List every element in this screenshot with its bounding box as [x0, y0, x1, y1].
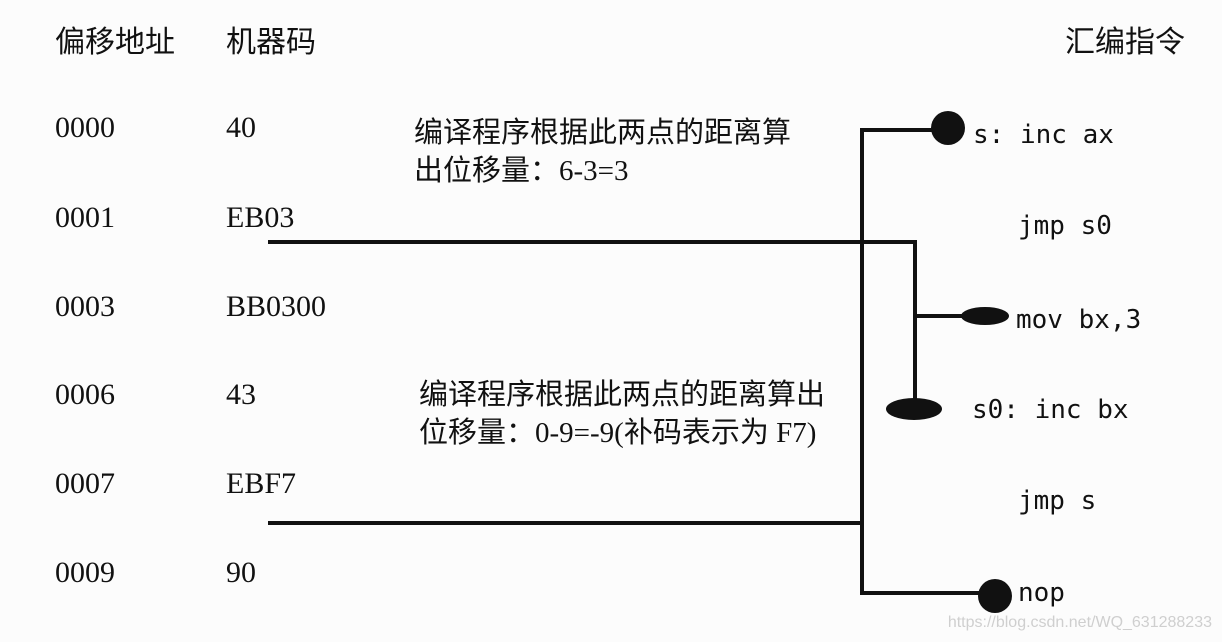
forward-offset-note: 编译程序根据此两点的距离算出位移量：6-3=3 [414, 117, 792, 187]
machine-code-90: 90 [226, 556, 256, 589]
machine-code-40: 40 [226, 111, 256, 144]
asm-mov-bx-3: mov bx,3 [1016, 305, 1142, 335]
csdn-watermark: https://blog.csdn.net/WQ_631288233 [947, 614, 1212, 631]
offset-header: 偏移地址 [55, 26, 175, 59]
machine-code-43: 43 [226, 378, 256, 411]
assembly-header: 汇编指令 [1065, 26, 1185, 59]
offset-0007: 0007 [55, 467, 115, 500]
offset-0006: 0006 [55, 378, 115, 411]
machine-code-eb03: EB03 [226, 201, 295, 234]
backward-offset-note: 编译程序根据此两点的距离算出位移量：0-9=-9(补码表示为 F7) [419, 379, 826, 449]
asm-s0-inc-bx: s0: inc bx [972, 395, 1129, 425]
offset-0009: 0009 [55, 556, 115, 589]
forward-jump-line [268, 240, 917, 411]
offset-0003: 0003 [55, 290, 115, 323]
asm-jmp-s: jmp s [1018, 486, 1097, 516]
s-label-dot [931, 111, 965, 145]
mov-bx-dot [961, 307, 1009, 325]
nop-dot [978, 579, 1012, 613]
asm-s-inc-ax: s: inc ax [973, 120, 1114, 150]
asm-nop: nop [1018, 578, 1065, 608]
backward-target-line [860, 128, 997, 595]
machine-code-ebf7: EBF7 [226, 467, 297, 500]
s0-label-dot [886, 398, 942, 420]
machine-code-bb0300: BB0300 [226, 290, 327, 323]
asm-jmp-s0: jmp s0 [1018, 211, 1112, 241]
machine-code-header: 机器码 [226, 26, 316, 59]
offset-0000: 0000 [55, 111, 115, 144]
offset-0001: 0001 [55, 201, 115, 234]
